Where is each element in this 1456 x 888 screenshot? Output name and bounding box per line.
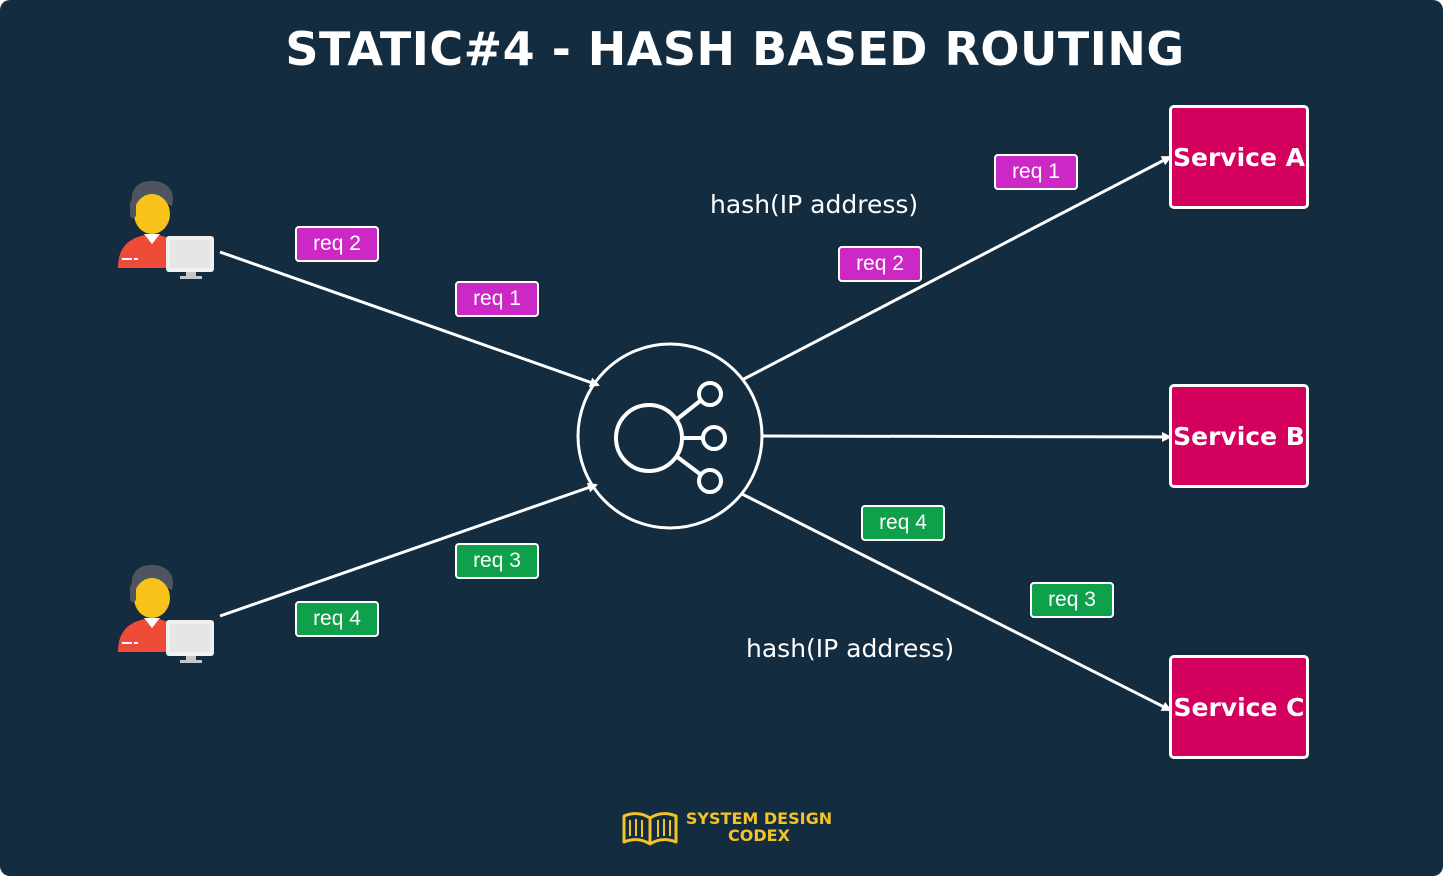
request-tag: req 4 bbox=[295, 601, 379, 637]
request-tag: req 3 bbox=[455, 543, 539, 579]
arrow-client1-to-router bbox=[219, 250, 600, 388]
request-tag: req 4 bbox=[861, 505, 945, 541]
hash-router-icon bbox=[576, 342, 764, 530]
request-tag: req 3 bbox=[1030, 582, 1114, 618]
service-c-box: Service C bbox=[1169, 655, 1309, 759]
connection-arrows bbox=[219, 155, 1172, 712]
logo-line-2: CODEX bbox=[728, 826, 790, 845]
brand-logo: SYSTEM DESIGN CODEX bbox=[620, 806, 832, 850]
logo-line-1: SYSTEM DESIGN bbox=[685, 809, 833, 828]
arrow-router-to-service-b bbox=[761, 431, 1172, 442]
client-user-icon bbox=[118, 180, 214, 279]
service-a-box: Service A bbox=[1169, 105, 1309, 209]
diagram-canvas: STATIC#4 - HASH BASED ROUTING bbox=[0, 0, 1443, 876]
request-tag: req 1 bbox=[455, 281, 539, 317]
arrow-router-to-service-a bbox=[741, 155, 1172, 382]
diagram-title: STATIC#4 - HASH BASED ROUTING bbox=[285, 22, 1185, 76]
arrow-router-to-service-c bbox=[741, 492, 1172, 712]
client-user-icon bbox=[118, 564, 214, 663]
request-tag: req 2 bbox=[838, 246, 922, 282]
service-b-box: Service B bbox=[1169, 384, 1309, 488]
hash-label: hash(IP address) bbox=[710, 190, 919, 219]
request-tag: req 1 bbox=[994, 154, 1078, 190]
hash-label: hash(IP address) bbox=[746, 634, 955, 663]
request-tag: req 2 bbox=[295, 226, 379, 262]
arrow-client2-to-router bbox=[219, 482, 598, 618]
open-book-icon bbox=[622, 812, 678, 846]
